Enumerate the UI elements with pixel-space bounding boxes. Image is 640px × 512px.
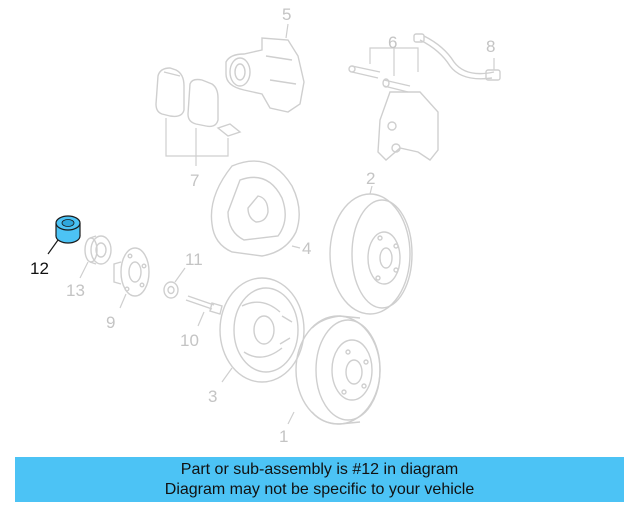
part-12-cap[interactable]: [55, 215, 81, 244]
leader-11: [174, 267, 186, 283]
caption-line-2: Diagram may not be specific to your vehi…: [164, 481, 475, 498]
callout-3: 3: [208, 387, 217, 406]
callout-12: 12: [30, 259, 49, 278]
part-6-guide-pins: [348, 47, 419, 93]
callout-13: 13: [66, 281, 85, 300]
part-9-hub: [113, 247, 150, 297]
part-4-dust-shield: [210, 160, 300, 257]
part-8-brake-hose: [413, 33, 501, 81]
part-7-brake-pads: [155, 67, 242, 166]
part-1-brake-drum: [295, 315, 381, 425]
caption-banner: Part or sub-assembly is #12 in diagram D…: [15, 457, 624, 502]
leader-4: [291, 245, 301, 249]
callout-7: 7: [190, 171, 199, 190]
leader-9: [119, 293, 127, 309]
callout-8: 8: [486, 37, 495, 56]
part-3-backing-plate: [219, 277, 305, 383]
leader-1: [287, 411, 295, 425]
callout-2: 2: [366, 169, 375, 188]
part-10-bolt: [185, 295, 223, 315]
leader-12: [47, 239, 59, 255]
leader-10: [197, 311, 205, 327]
part-13-bearing: [84, 235, 112, 265]
part-6-bracket: [377, 91, 439, 161]
leader-13: [79, 261, 89, 279]
leader-3: [221, 367, 233, 383]
callout-5: 5: [282, 5, 291, 24]
leader-5: [285, 23, 289, 39]
leader-2: [369, 185, 373, 195]
part-2-rotor: [329, 193, 413, 315]
callout-1: 1: [279, 427, 288, 446]
callout-4: 4: [302, 239, 311, 258]
callout-10: 10: [180, 331, 199, 350]
caption-line-1: Part or sub-assembly is #12 in diagram: [180, 461, 459, 478]
part-5-caliper: [225, 37, 305, 113]
part-11-nut: [163, 281, 179, 299]
callout-9: 9: [106, 313, 115, 332]
parts-diagram: 12 13 9 11 10 7: [30, 5, 501, 446]
callout-6: 6: [388, 33, 397, 52]
callout-11: 11: [185, 250, 203, 269]
